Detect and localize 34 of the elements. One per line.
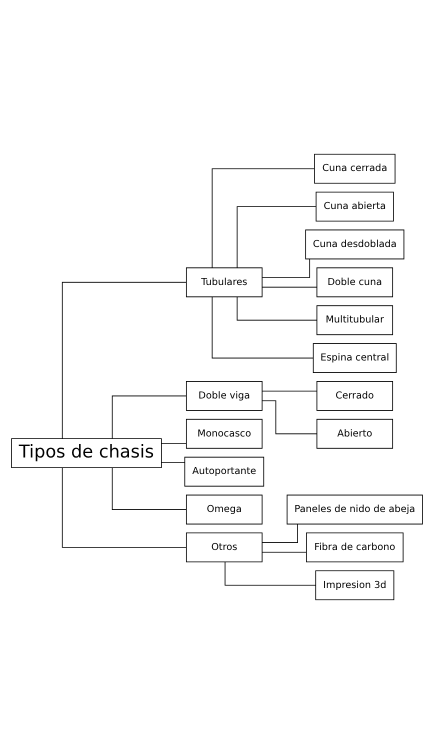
node-box: Fibra de carbono <box>306 532 404 562</box>
node-box: Omega <box>186 494 263 524</box>
connector <box>112 395 187 438</box>
node-box: Cuna abierta <box>316 191 394 221</box>
connector <box>262 286 318 288</box>
node-box: Cerrado <box>316 380 394 410</box>
node-box: Tubulares <box>186 266 263 297</box>
node-box: Monocasco <box>186 418 263 448</box>
connector <box>262 400 318 434</box>
node-box: Otros <box>186 532 263 562</box>
node-box: Autoportante <box>184 456 264 486</box>
node-box: Paneles de nido de abeja <box>286 494 423 524</box>
node-box: Cuna desdoblada <box>305 229 404 259</box>
connector <box>112 466 187 510</box>
node-box: Abierto <box>316 418 394 448</box>
connector <box>224 561 316 586</box>
connector <box>212 296 314 358</box>
connector <box>236 296 317 320</box>
connector <box>62 466 187 548</box>
connector <box>262 390 318 391</box>
node-box: Doble cuna <box>316 266 394 297</box>
node-box: Espina central <box>312 342 397 372</box>
connector <box>262 258 310 278</box>
node-box: Tipos de chasis <box>11 438 162 468</box>
connector <box>212 168 315 268</box>
connector <box>62 281 187 438</box>
connector <box>262 523 298 542</box>
node-box: Multitubular <box>316 304 394 335</box>
node-box: Doble viga <box>186 380 263 410</box>
connector <box>236 206 316 268</box>
node-box: Cuna cerrada <box>314 153 396 184</box>
node-box: Impresion 3d <box>315 570 394 600</box>
connector <box>262 551 307 552</box>
connector <box>161 442 187 444</box>
